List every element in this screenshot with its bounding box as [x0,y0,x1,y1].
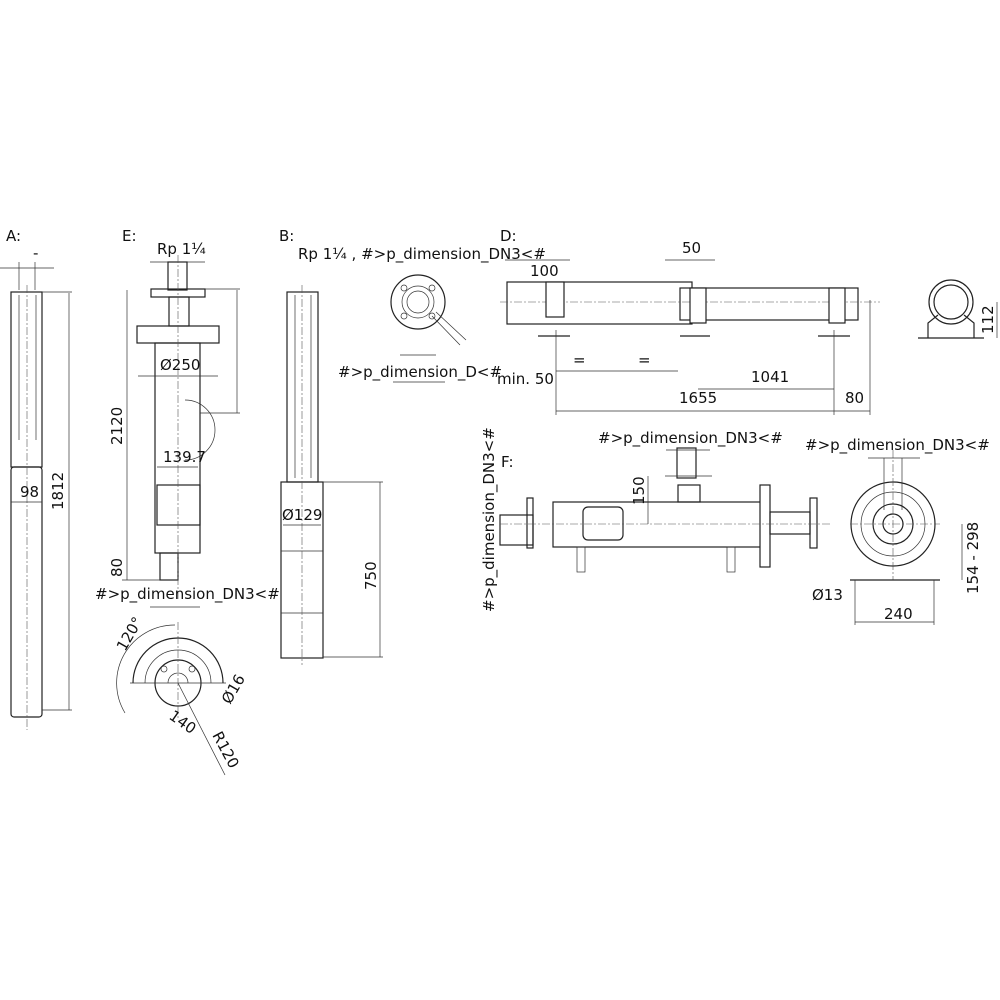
dim-1655: 1655 [679,389,717,407]
dim-50: 50 [682,239,701,257]
equal-1: = [573,351,586,369]
view-a-top-dim: - [33,244,38,262]
view-b-label: B: [279,227,294,245]
view-f: F: #>p_dimension_DN3<# #>p_dimension_DN3… [480,427,990,625]
screen-ladder [18,295,37,440]
dim-rp-thread: Rp 1¼ [157,240,206,258]
dim-139-7: 139.7 [163,448,206,466]
dim-2120: 2120 [108,407,126,445]
view-f-label: F: [501,453,514,471]
dim-13: Ø13 [812,586,843,604]
view-e-label: E: [122,227,137,245]
dim-250: Ø250 [160,356,200,374]
view-d-label: D: [500,227,517,245]
dim-flange-d: #>p_dimension_D<# [338,363,502,382]
dim-side-dn: #>p_dimension_DN3<# [480,427,499,612]
dim-750: 750 [362,561,380,590]
dim-140: 140 [166,707,200,738]
dim-100: 100 [530,262,559,280]
dim-120-deg: 120° [113,614,147,654]
dim-112: 112 [979,305,997,334]
equal-2: = [638,351,651,369]
dim-rp-dn3: Rp 1¼ , #>p_dimension_DN3<# [298,245,546,264]
view-d: D: 100 50 = = 1041 1655 80 112 [500,227,998,415]
dim-98: 98 [20,483,39,501]
view-e: E: Rp 1¼ Ø250 139.7 2120 80 #>p_dimensio… [95,227,280,608]
view-e-flange: 120° Ø16 140 R120 [113,614,249,776]
dim-80: 80 [108,558,126,577]
dim-154-298: 154 - 298 [964,522,982,594]
dim-129: Ø129 [282,506,322,524]
dim-min-50: min. 50 [497,370,554,388]
dim-1041: 1041 [751,368,789,386]
view-a-label: A: [6,227,21,245]
dim-150: 150 [630,476,648,505]
dim-80-d: 80 [845,389,864,407]
dim-1812: 1812 [49,472,67,510]
view-b: B: Rp 1¼ , #>p_dimension_DN3<# Ø129 750 … [279,227,554,665]
dim-240: 240 [884,605,913,623]
dim-r120: R120 [208,728,242,771]
dim-top-dn: #>p_dimension_DN3<# [598,429,783,448]
dim-end-dn: #>p_dimension_DN3<# [805,436,990,455]
view-a: A: - 98 1812 [0,227,72,730]
dim-outlet-dn: #>p_dimension_DN3<# [95,585,280,604]
